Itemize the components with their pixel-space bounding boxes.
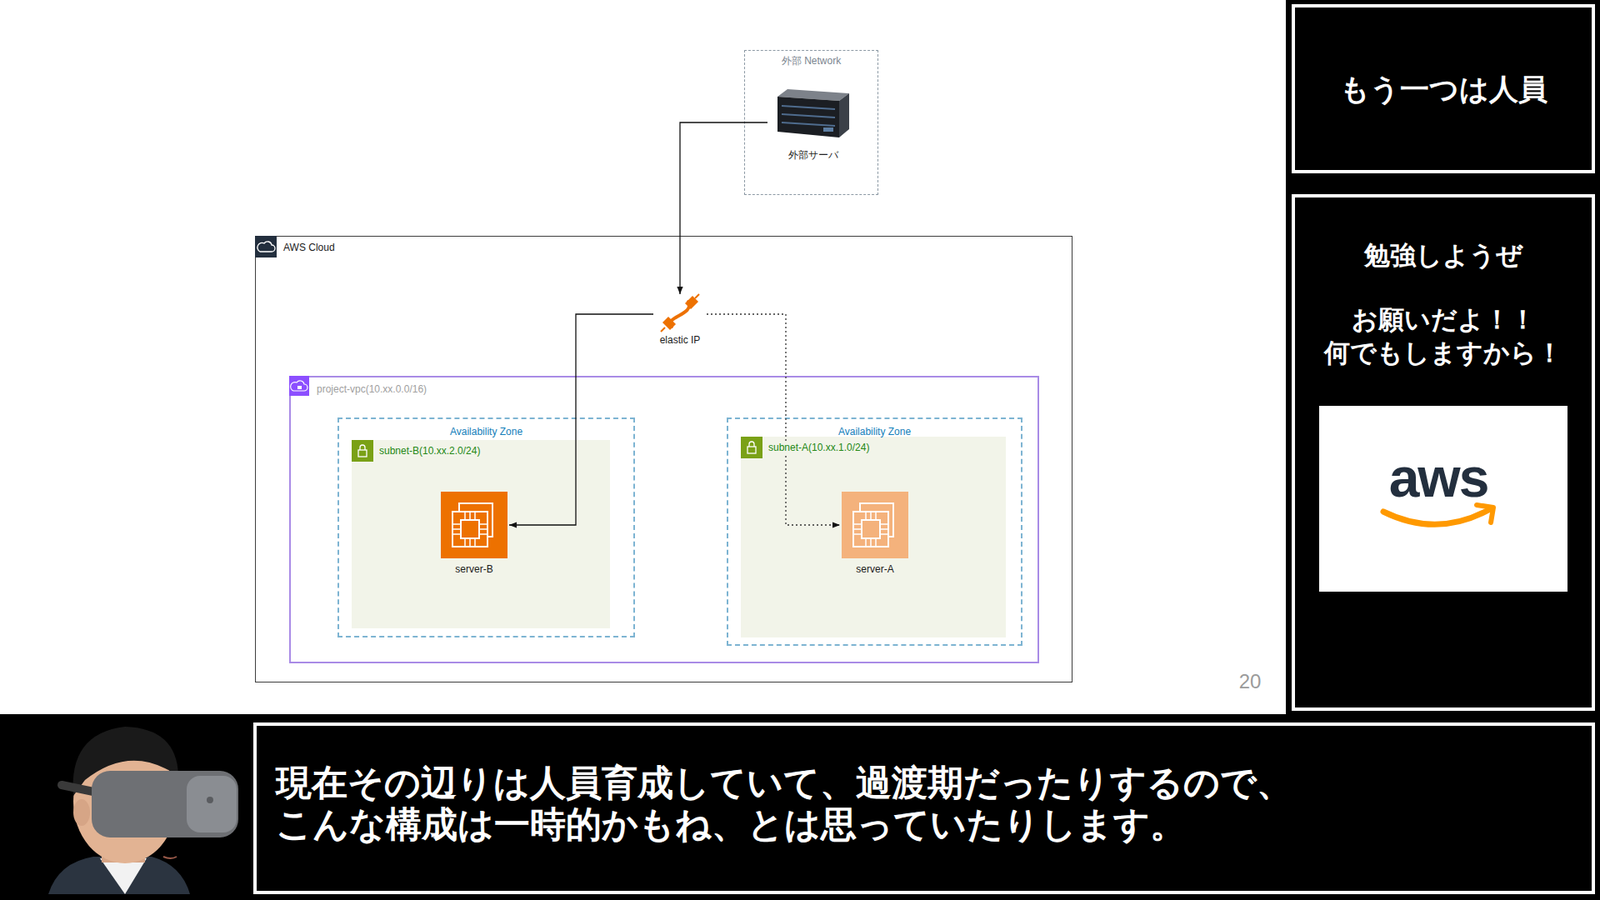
subnet-area: server-A subnet-A(10.xx.1.0/24) (740, 436, 1006, 638)
elastic-ip-icon (695, 294, 700, 299)
group-label: Availability Zone (450, 425, 523, 438)
resource-label: server-A (840, 563, 910, 575)
vpc-icon (297, 385, 302, 390)
ec2-icon (452, 511, 488, 547)
group-label: project-vpc(10.xx.0.0/16) (316, 383, 427, 395)
server-illustration (781, 122, 835, 126)
aws-cloud-icon (255, 235, 277, 258)
elastic-ip-icon (670, 301, 690, 327)
presenter-avatar (91, 770, 239, 838)
elastic-ip-icon (662, 316, 676, 330)
presenter-avatar (100, 858, 147, 895)
subtitle-box: 現在その辺りは人員育成していて、過渡期だったりするので、 こんな構成は一時的かも… (253, 722, 1595, 895)
elastic-ip-icon (660, 294, 700, 332)
server-illustration (777, 89, 850, 138)
side-panel (1285, 0, 1600, 715)
ec2-icon (452, 511, 488, 547)
server-label: 外部サーバ (767, 149, 860, 161)
panel-text: お願いだよ！！ 何でもしますから！ (1303, 303, 1584, 370)
subtitle-text: 現在その辺りは人員育成していて、過渡期だったりするので、 こんな構成は一時的かも… (275, 761, 1575, 845)
group-label: Availability Zone (838, 425, 911, 438)
subnet-lock-icon (749, 441, 755, 447)
elastic-ip-icon (660, 327, 665, 332)
server-illustration (777, 96, 840, 138)
ec2-icon (460, 520, 480, 539)
subtitle-band (0, 714, 1600, 900)
ec2-icon (459, 503, 493, 537)
availability-zone: server-B subnet-B(10.xx.2.0/24) Availabili… (337, 417, 635, 638)
ec2-icon (861, 520, 880, 539)
aws-logo (1319, 405, 1568, 592)
presenter-avatar (206, 796, 214, 804)
presenter-avatar (186, 775, 237, 833)
ec2-icon (841, 491, 909, 559)
panel-heading: もう一つは人員 (1340, 70, 1548, 108)
aws-logo (1383, 509, 1490, 525)
page-number: 20 (1239, 671, 1262, 692)
elastic-ip: elastic IP (653, 294, 707, 346)
presenter-avatar (61, 785, 94, 792)
presenter-avatar (48, 856, 190, 895)
connector-arrow (680, 122, 768, 295)
panel-box: もう一つは人員 (1291, 4, 1595, 174)
aws-logo-text: aws (1389, 450, 1489, 505)
subnet-lock-icon (740, 436, 763, 459)
subnet-lock-icon (351, 440, 374, 462)
subnet-lock-icon (747, 446, 756, 454)
slide-area (0, 0, 1286, 715)
vpc-icon (289, 375, 310, 396)
subnet-lock-icon (351, 440, 374, 462)
group-label: AWS Cloud (283, 241, 335, 254)
vpc-group: server-B subnet-B(10.xx.2.0/24) Availabili… (289, 375, 1040, 664)
external-network-group: 外部サーバ 外部 Network (744, 50, 879, 195)
server-illustration (781, 105, 835, 110)
availability-zone: server-A subnet-A(10.xx.1.0/24) Availabili… (726, 417, 1023, 646)
ec2-instance: server-B (439, 490, 510, 575)
group-label: subnet-A(10.xx.1.0/24) (766, 441, 871, 454)
aws-cloud-group: elastic IP server-B subnet-B(10.xx.2.0/24)… (255, 235, 1073, 683)
aws-logo (1319, 405, 1568, 592)
presenter-avatar (73, 740, 177, 864)
elastic-ip-icon (685, 295, 699, 310)
ec2-icon (440, 491, 508, 559)
aws-cloud-icon (255, 235, 277, 258)
resource-label: server-B (439, 563, 510, 575)
server-illustration (777, 89, 850, 101)
vpc-icon (289, 375, 310, 396)
vpc-icon (290, 380, 308, 391)
server-illustration (823, 127, 834, 132)
subnet-lock-icon (358, 450, 367, 457)
ec2-instance: server-A (840, 490, 910, 575)
subnet-lock-icon (740, 436, 763, 459)
ec2-icon (860, 503, 894, 537)
ec2-icon (853, 511, 889, 547)
external-server: 外部サーバ (767, 86, 860, 161)
subnet-lock-icon (360, 445, 365, 450)
presenter-avatar (163, 856, 177, 859)
ec2-icon (841, 491, 909, 559)
presenter-avatar (48, 726, 239, 895)
subnet-area: server-B subnet-B(10.xx.2.0/24) (351, 440, 610, 629)
aws-cloud-icon (257, 241, 275, 252)
resource-label: elastic IP (653, 334, 707, 346)
presenter-avatar (101, 829, 145, 863)
server-illustration (781, 114, 835, 118)
panel-text: 勉強しようぜ (1303, 239, 1584, 273)
ec2-icon (440, 491, 508, 559)
aws-logo (1476, 505, 1494, 523)
presenter-avatar (73, 799, 90, 826)
group-label: 外部 Network (781, 55, 841, 67)
presenter-avatar (73, 726, 179, 796)
ec2-icon (853, 511, 889, 547)
group-label: subnet-B(10.xx.2.0/24) (377, 445, 482, 457)
server-illustration (839, 93, 850, 138)
